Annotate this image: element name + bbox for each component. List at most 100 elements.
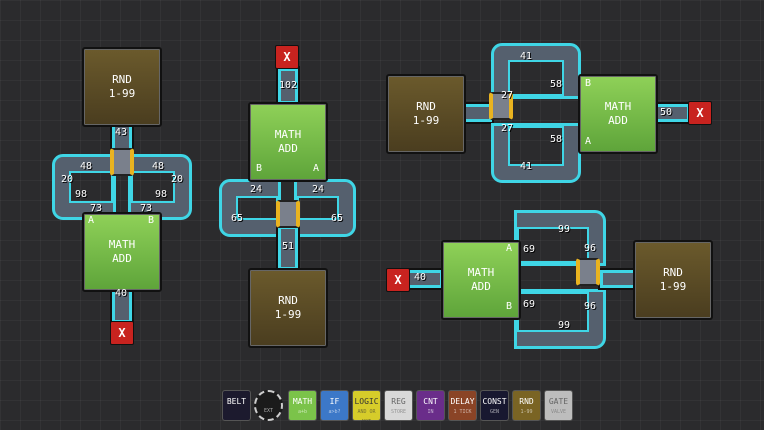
tool-if[interactable]: IF a>b? — [320, 390, 349, 421]
belt-value: 48 — [152, 161, 165, 172]
tool-label: DELAY — [450, 397, 475, 406]
tool-label: CNT — [423, 397, 438, 406]
block-op: ADD — [608, 114, 628, 127]
tool-label: CONST — [482, 397, 507, 406]
belt-value: 69 — [523, 299, 536, 310]
belt[interactable] — [462, 104, 492, 122]
block-title: RND — [416, 100, 436, 113]
belt-value: 27 — [501, 90, 514, 101]
splitter[interactable] — [110, 148, 134, 176]
splitter[interactable] — [489, 92, 513, 120]
tool-rnd[interactable]: RND 1-99 — [512, 390, 541, 421]
belt-value: 96 — [584, 301, 597, 312]
tool-label: BELT — [226, 397, 247, 406]
tool-label: IF — [329, 397, 340, 406]
belt-loop-right[interactable] — [294, 179, 356, 237]
block-title: RND — [112, 73, 132, 86]
exit-button[interactable]: X — [275, 45, 299, 69]
splitter[interactable] — [576, 258, 600, 286]
tool-logic[interactable]: LOGIC AND OR NOT — [352, 390, 381, 425]
tool-sub: AND OR NOT — [357, 409, 376, 425]
belt-value: 41 — [520, 51, 533, 62]
tool-ext[interactable]: EXT — [254, 390, 283, 421]
belt-value: 20 — [61, 174, 74, 185]
belt-value: 20 — [171, 174, 184, 185]
belt-loop-top[interactable] — [491, 43, 581, 99]
block-range: 1-99 — [412, 114, 440, 127]
exit-button[interactable]: X — [386, 268, 410, 292]
belt-value: 73 — [140, 203, 153, 214]
tool-sub: 1-99 — [520, 409, 533, 415]
block-title: MATH — [108, 238, 136, 251]
tool-label: RND — [519, 397, 534, 406]
block-op: ADD — [112, 252, 132, 265]
port-a: A — [88, 215, 95, 226]
belt-value: 96 — [584, 243, 597, 254]
block-title: MATH — [604, 100, 632, 113]
block-range: 1-99 — [108, 87, 136, 100]
block-title: RND — [663, 266, 683, 279]
belt-loop-bottom[interactable] — [514, 289, 606, 349]
port-b: B — [256, 163, 263, 174]
belt-value: 50 — [660, 107, 673, 118]
belt-loop-left[interactable] — [219, 179, 281, 237]
belt-value: 102 — [279, 80, 298, 91]
port-a: A — [313, 163, 320, 174]
belt-value: 40 — [115, 288, 128, 299]
belt-value: 27 — [501, 123, 514, 134]
tool-math[interactable]: MATH a+b — [288, 390, 317, 421]
belt-value: 65 — [231, 213, 244, 224]
belt-value: 98 — [75, 189, 88, 200]
tool-sub: a>b? — [328, 409, 341, 415]
tool-belt[interactable]: BELT — [222, 390, 251, 421]
belt-value: 99 — [558, 320, 571, 331]
block-range: 1-99 — [659, 280, 687, 293]
exit-button[interactable]: X — [688, 101, 712, 125]
block-title: RND — [278, 294, 298, 307]
belt-loop-top[interactable] — [514, 210, 606, 266]
exit-button[interactable]: X — [110, 321, 134, 345]
belt-value: 24 — [312, 184, 325, 195]
port-b: B — [148, 215, 155, 226]
belt-value: 65 — [331, 213, 344, 224]
tool-sub: EXT — [263, 408, 274, 414]
belt-value: 43 — [115, 127, 128, 138]
tool-const[interactable]: CONST GEN — [480, 390, 509, 421]
belt-value: 40 — [414, 272, 427, 283]
tool-sub: STORE — [390, 409, 407, 415]
belt-value: 69 — [523, 244, 536, 255]
belt-loop-bottom[interactable] — [491, 123, 581, 183]
tool-label: LOGIC — [354, 397, 379, 406]
belt-value: 51 — [282, 241, 295, 252]
tool-label: GATE — [548, 397, 569, 406]
belt-value: 48 — [80, 161, 93, 172]
belt-value: 99 — [558, 224, 571, 235]
port-b: B — [585, 78, 592, 89]
tool-sub: a+b — [297, 409, 308, 415]
block-op: ADD — [278, 142, 298, 155]
belt-value: 58 — [550, 79, 563, 90]
tool-label: MATH — [292, 397, 313, 406]
block-title: MATH — [467, 266, 495, 279]
belt-value: 41 — [520, 161, 533, 172]
block-op: ADD — [471, 280, 491, 293]
port-a: A — [585, 136, 592, 147]
belt-value: 24 — [250, 184, 263, 195]
belt[interactable] — [600, 270, 636, 288]
belt-value: 58 — [550, 134, 563, 145]
splitter[interactable] — [276, 200, 300, 228]
tool-sub: GEN — [489, 409, 500, 415]
port-a: A — [506, 243, 513, 254]
